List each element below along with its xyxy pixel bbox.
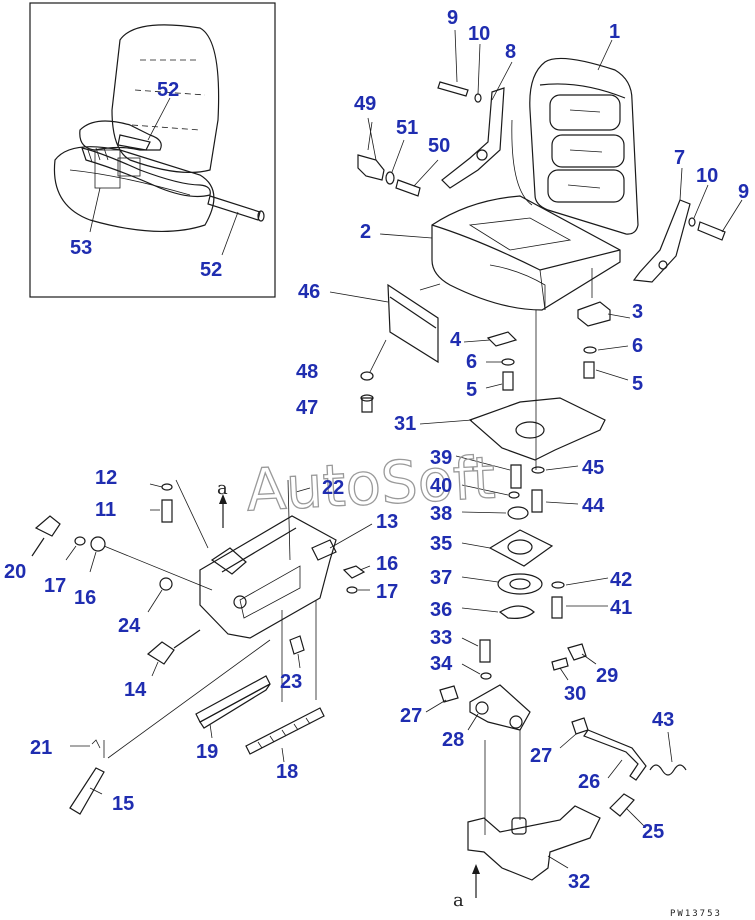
- callout-17a: 17: [44, 575, 66, 597]
- callout-16a: 16: [376, 553, 398, 575]
- callout-21: 21: [30, 737, 52, 759]
- callout-7: 7: [674, 147, 685, 169]
- callout-16b: 16: [74, 587, 96, 609]
- callout-53: 53: [70, 237, 92, 259]
- callout-3: 3: [632, 301, 643, 323]
- section-mark-top: a: [217, 478, 228, 499]
- callout-18: 18: [276, 761, 298, 783]
- callout-31: 31: [394, 413, 416, 435]
- callout-9a: 9: [447, 7, 458, 29]
- callout-29: 29: [596, 665, 618, 687]
- flap-assembly: [329, 283, 441, 413]
- callout-4: 4: [450, 329, 462, 351]
- part-callouts: 52 53 52 9 10 8 1 49 51 50 7 10 9 2 46 3…: [4, 7, 749, 893]
- callout-33: 33: [430, 627, 452, 649]
- callout-20: 20: [4, 561, 26, 583]
- slide-rail-assembly: [31, 479, 373, 815]
- swivel-column: [419, 397, 687, 881]
- cushion-fasteners: [463, 268, 631, 470]
- callout-38: 38: [430, 503, 452, 525]
- figure-code: PW13753: [670, 909, 722, 919]
- callout-13: 13: [376, 511, 398, 533]
- callout-30: 30: [564, 683, 586, 705]
- callout-41: 41: [610, 597, 632, 619]
- callout-5a: 5: [466, 379, 477, 401]
- section-mark-bottom: a: [453, 890, 464, 911]
- callout-14: 14: [124, 679, 147, 701]
- callout-19: 19: [196, 741, 218, 763]
- callout-26: 26: [578, 771, 600, 793]
- callout-46: 46: [298, 281, 320, 303]
- watermark: AutoSoft: [245, 443, 497, 524]
- callout-28: 28: [442, 729, 464, 751]
- callout-52a: 52: [157, 79, 179, 101]
- seat-cushion-assembly: [357, 117, 621, 311]
- callout-2: 2: [360, 221, 371, 243]
- callout-27b: 27: [530, 745, 552, 767]
- callout-48: 48: [296, 361, 318, 383]
- callout-23: 23: [280, 671, 302, 693]
- callout-50: 50: [428, 135, 450, 157]
- callout-43: 43: [652, 709, 674, 731]
- inset-armrest-view: [29, 2, 276, 298]
- callout-45: 45: [582, 457, 604, 479]
- callout-32: 32: [568, 871, 590, 893]
- callout-1: 1: [609, 21, 620, 43]
- callout-37: 37: [430, 567, 452, 589]
- callout-5b: 5: [632, 373, 643, 395]
- callout-22: 22: [322, 477, 344, 499]
- section-marks: a a: [217, 478, 480, 911]
- callout-36: 36: [430, 599, 452, 621]
- callout-10a: 10: [468, 23, 490, 45]
- callout-9b: 9: [738, 181, 749, 203]
- callout-15: 15: [112, 793, 134, 815]
- callout-17b: 17: [376, 581, 398, 603]
- callout-40: 40: [430, 475, 452, 497]
- callout-34: 34: [430, 653, 453, 675]
- callout-52b: 52: [200, 259, 222, 281]
- callout-44: 44: [582, 495, 605, 517]
- callout-6a: 6: [466, 351, 477, 373]
- callout-24: 24: [118, 615, 141, 637]
- callout-25: 25: [642, 821, 664, 843]
- seat-back-assembly: [437, 29, 743, 283]
- callout-12: 12: [95, 467, 117, 489]
- callout-8: 8: [505, 41, 516, 63]
- callout-47: 47: [296, 397, 318, 419]
- callout-10b: 10: [696, 165, 718, 187]
- callout-49: 49: [354, 93, 376, 115]
- callout-51: 51: [396, 117, 418, 139]
- callout-6b: 6: [632, 335, 643, 357]
- callout-11: 11: [95, 499, 116, 521]
- callout-35: 35: [430, 533, 452, 555]
- callout-39: 39: [430, 447, 452, 469]
- callout-42: 42: [610, 569, 632, 591]
- callout-27a: 27: [400, 705, 422, 727]
